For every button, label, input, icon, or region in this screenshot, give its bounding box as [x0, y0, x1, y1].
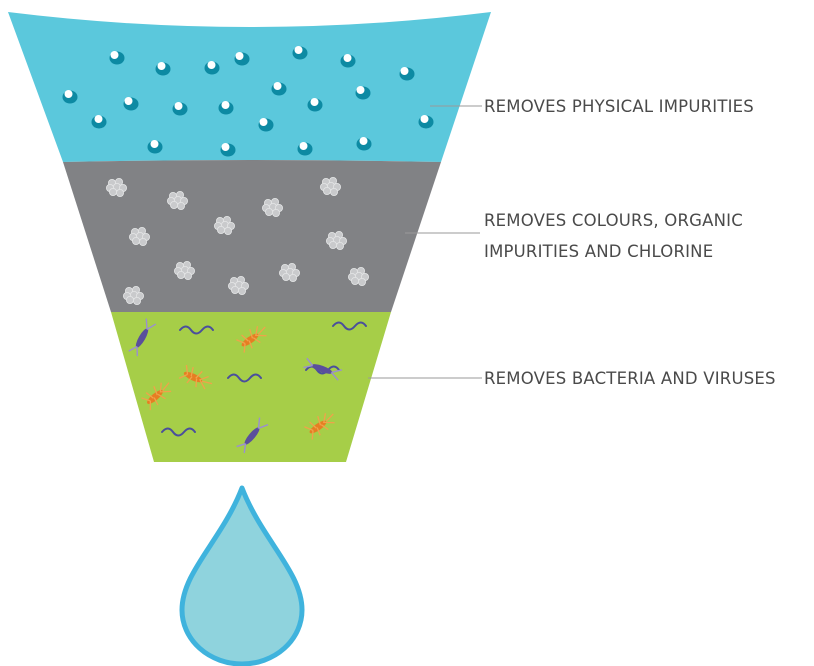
carbon-granule-icon: [227, 275, 249, 295]
water-bubble-icon: [234, 52, 250, 66]
water-bubble-icon: [292, 46, 308, 60]
water-bubble-icon: [155, 62, 171, 76]
water-bubble-icon-group: [62, 46, 434, 157]
water-bubble-icon: [399, 67, 415, 81]
carbon-granule-icon: [166, 190, 188, 210]
bacteria-icon: [227, 373, 262, 383]
bacteria-icon: [178, 365, 213, 390]
water-drop-icon: [179, 485, 305, 666]
water-bubble-icon: [297, 142, 313, 156]
water-bubble-icon: [123, 97, 139, 111]
water-bubble-icon: [355, 86, 371, 100]
label-carbon-line-2: IMPURITIES AND CHLORINE: [484, 242, 713, 261]
water-bubble-icon: [204, 61, 220, 75]
layer-carbon: [63, 160, 441, 312]
carbon-granule-icon: [213, 215, 235, 235]
layer-physical-band: [8, 12, 491, 162]
layer-physical: [8, 12, 491, 162]
water-bubble-icon: [258, 118, 274, 132]
water-bubble-icon: [418, 115, 434, 129]
bacteria-icon: [236, 326, 267, 353]
water-bubble-icon: [147, 140, 163, 154]
carbon-granule-icon: [347, 266, 369, 286]
water-bubble-icon: [340, 54, 356, 68]
label-carbon-line-1: REMOVES COLOURS, ORGANIC: [484, 211, 743, 230]
carbon-granule-icon: [106, 177, 128, 197]
layer-carbon-band: [63, 160, 441, 312]
carbon-granule-icon: [128, 226, 150, 246]
bacteria-icon: [141, 382, 172, 411]
carbon-granule-icon: [173, 260, 195, 280]
bacteria-icon: [332, 321, 367, 331]
water-bubble-icon: [218, 101, 234, 115]
carbon-granule-icon: [123, 285, 144, 305]
water-bubble-icon: [307, 98, 323, 112]
carbon-granule-icon: [319, 176, 341, 196]
bacteria-icon: [304, 413, 335, 440]
layer-microbial: [111, 312, 391, 462]
label-microbial: REMOVES BACTERIA AND VIRUSES: [484, 369, 776, 388]
bacteria-icon: [236, 417, 269, 454]
carbon-granule-icon: [325, 230, 347, 250]
bacteria-icon: [128, 318, 157, 357]
bacteria-icon-group: [128, 318, 367, 454]
bacteria-icon: [305, 365, 340, 375]
bacteria-icon: [161, 427, 196, 437]
carbon-granule-icon: [261, 197, 283, 217]
water-bubble-icon: [91, 115, 107, 129]
carbon-granule-icon: [278, 262, 300, 282]
water-bubble-icon: [271, 82, 287, 96]
water-bubble-icon: [172, 102, 188, 116]
water-bubble-icon: [220, 143, 236, 157]
label-physical: REMOVES PHYSICAL IMPURITIES: [484, 97, 754, 116]
water-bubble-icon: [109, 51, 125, 65]
bacteria-icon: [303, 357, 343, 381]
carbon-granule-icon-group: [106, 176, 369, 305]
water-bubble-icon: [356, 137, 372, 151]
water-bubble-icon: [62, 90, 78, 104]
bacteria-icon: [179, 325, 214, 335]
